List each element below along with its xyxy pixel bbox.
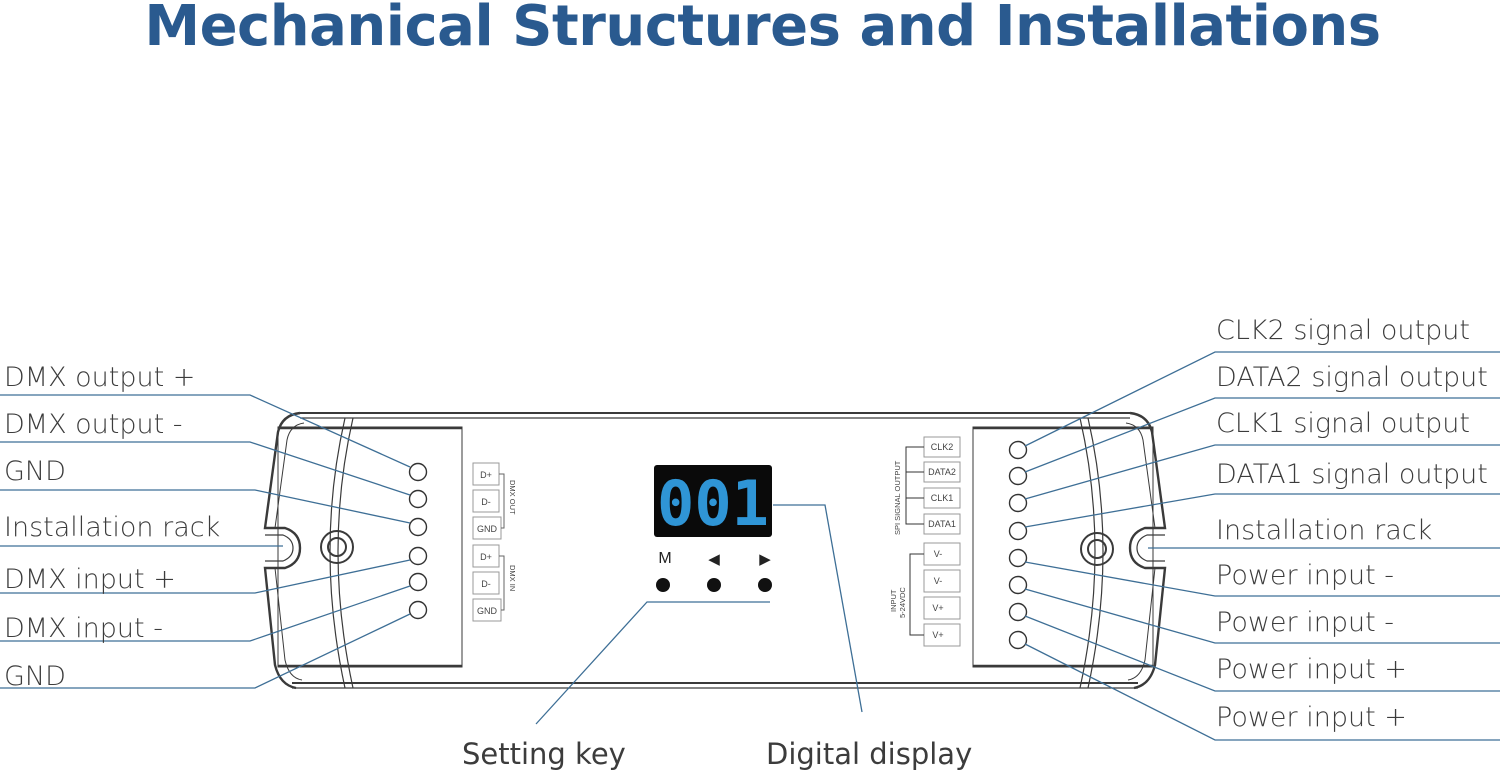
- setting-keys: M ◀ ▶: [656, 550, 772, 592]
- m-key-label: M: [658, 550, 671, 567]
- leader-line: [1024, 615, 1500, 692]
- leader-line: [773, 504, 863, 713]
- power-group-voltage: 5-24VDC: [898, 587, 907, 618]
- terminal-hole: [408, 546, 428, 566]
- right-arrow-icon: ▶: [759, 550, 771, 568]
- terminal-hole: [1008, 548, 1028, 568]
- label-digital-display: Digital display: [766, 737, 972, 771]
- power-terminal-label: V+: [932, 603, 943, 613]
- left-labels: DMX output + DMX output - GND Installati…: [4, 362, 220, 692]
- dmx-terminal-label: D-: [481, 579, 491, 589]
- label-installation-rack-left: Installation rack: [4, 512, 220, 543]
- leader-line: [0, 585, 411, 642]
- dmx-terminal-label: D-: [481, 497, 491, 507]
- label-data2: DATA2 signal output: [1216, 362, 1488, 393]
- leader-line: [1024, 588, 1500, 644]
- label-clk2: CLK2 signal output: [1216, 315, 1470, 346]
- spi-terminal-label: DATA2: [928, 467, 956, 477]
- leader-line: [0, 489, 411, 524]
- left-arrow-icon: ◀: [708, 550, 720, 568]
- spi-power-terminal-block: CLK2 DATA2 CLK1 DATA1 V- V- V+ V+ SPI SI…: [889, 436, 961, 647]
- terminal-hole: [408, 489, 428, 509]
- label-power-minus-2: Power input -: [1216, 607, 1394, 638]
- label-dmx-input-plus: DMX input +: [4, 564, 176, 595]
- leader-line: [1024, 493, 1500, 528]
- leader-line: [0, 394, 411, 468]
- left-terminal-holes: [408, 462, 428, 620]
- terminal-hole: [1008, 630, 1028, 650]
- terminal-hole: [1008, 575, 1028, 595]
- label-power-plus-1: Power input +: [1216, 654, 1407, 685]
- dmx-terminal-label: GND: [477, 524, 498, 534]
- leader-line: [0, 441, 411, 496]
- device-housing: [263, 411, 1167, 690]
- label-installation-rack-right: Installation rack: [1216, 515, 1432, 546]
- spi-terminal-label: CLK2: [931, 442, 954, 452]
- page-title: Mechanical Structures and Installations: [144, 0, 1381, 59]
- dmx-terminal-label: GND: [477, 606, 498, 616]
- label-data1: DATA1 signal output: [1216, 459, 1488, 490]
- spi-terminal-label: CLK1: [931, 493, 954, 503]
- label-gnd-in: GND: [4, 661, 66, 692]
- power-terminal-label: V+: [932, 630, 943, 640]
- spi-group-label: SPI SIGNAL OUTPUT: [893, 460, 902, 535]
- terminal-hole: [1008, 466, 1028, 486]
- dmx-terminal-block: D+ D- GND D+ D- GND DMX OUT DMX IN: [472, 462, 517, 622]
- leader-line: [535, 601, 770, 725]
- terminal-hole: [1008, 521, 1028, 541]
- label-power-minus-1: Power input -: [1216, 560, 1394, 591]
- terminal-hole: [1008, 602, 1028, 622]
- leader-line: [1024, 643, 1500, 741]
- right-key-button[interactable]: [758, 578, 772, 592]
- terminal-hole: [1008, 493, 1028, 513]
- leader-lines: [0, 351, 1500, 741]
- terminal-hole: [408, 572, 428, 592]
- power-group-label: INPUT: [889, 589, 898, 612]
- left-key-button[interactable]: [707, 578, 721, 592]
- digital-display: 001: [654, 465, 772, 540]
- dmx-out-group-label: DMX OUT: [508, 480, 517, 515]
- leader-line: [0, 613, 411, 689]
- terminal-hole: [408, 517, 428, 537]
- right-labels: CLK2 signal output DATA2 signal output C…: [1216, 315, 1488, 733]
- leader-line: [1024, 561, 1500, 597]
- power-terminal-label: V-: [934, 549, 943, 559]
- m-key-button[interactable]: [656, 578, 670, 592]
- label-dmx-output-minus: DMX output -: [4, 409, 183, 440]
- label-setting-key: Setting key: [462, 737, 626, 771]
- right-terminal-holes: [1008, 440, 1028, 650]
- terminal-hole: [408, 462, 428, 482]
- label-power-plus-2: Power input +: [1216, 702, 1407, 733]
- display-value: 001: [657, 467, 769, 540]
- label-clk1: CLK1 signal output: [1216, 408, 1470, 439]
- leader-line: [1024, 444, 1500, 500]
- label-dmx-output-plus: DMX output +: [4, 362, 195, 393]
- terminal-hole: [408, 600, 428, 620]
- label-gnd-out: GND: [4, 456, 66, 487]
- label-dmx-input-minus: DMX input -: [4, 613, 163, 644]
- leader-line: [0, 559, 411, 594]
- leader-line: [1024, 351, 1500, 447]
- spi-terminal-label: DATA1: [928, 519, 956, 529]
- power-terminal-label: V-: [934, 576, 943, 586]
- dmx-terminal-label: D+: [480, 552, 492, 562]
- leader-line: [1024, 397, 1500, 473]
- dmx-terminal-label: D+: [480, 470, 492, 480]
- dmx-in-group-label: DMX IN: [508, 565, 517, 591]
- terminal-hole: [1008, 440, 1028, 460]
